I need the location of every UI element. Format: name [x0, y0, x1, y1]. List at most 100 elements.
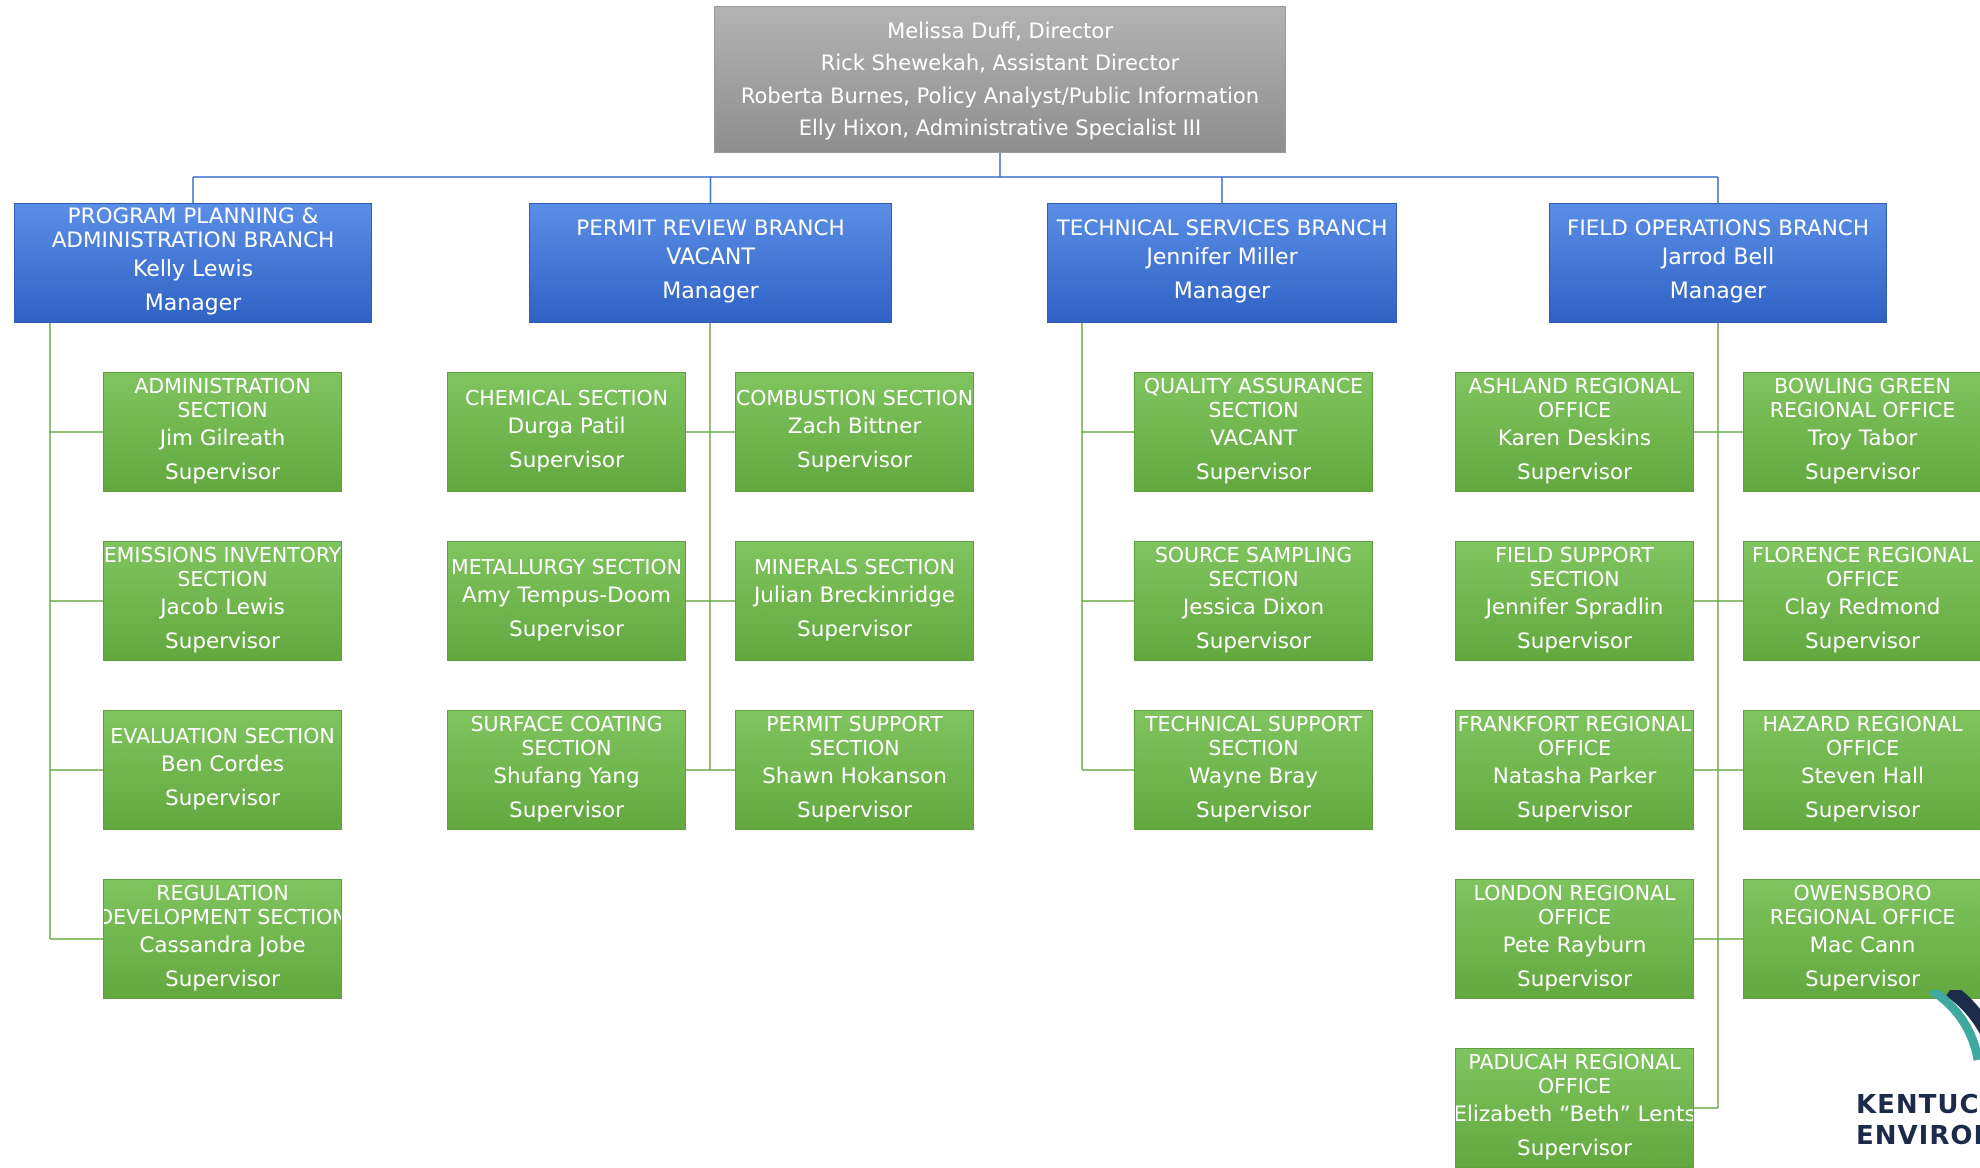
section-bowling-green-regional-office-title: REGIONAL OFFICE [1769, 398, 1956, 422]
section-quality-assurance-section-person: VACANT [1210, 426, 1297, 451]
section-chemical-section-role: Supervisor [509, 448, 624, 473]
branch-permit-review-branch-person: VACANT [666, 245, 755, 270]
section-regulation-development-section-person: Cassandra Jobe [139, 933, 306, 958]
branch-permit-review-branch: PERMIT REVIEW BRANCH VACANT Manager [529, 203, 892, 323]
section-surface-coating-section-role: Supervisor [509, 798, 624, 823]
section-paducah-regional-office-title: OFFICE [1537, 1074, 1612, 1098]
section-metallurgy-section-title: METALLURGY SECTION [451, 555, 682, 579]
section-field-support-section-role: Supervisor [1517, 629, 1632, 654]
section-frankfort-regional-office-title: FRANKFORT REGIONAL [1457, 712, 1692, 736]
section-frankfort-regional-office-title: OFFICE [1537, 736, 1612, 760]
section-emissions-inventory-section-title: EMISSIONS INVENTORY [103, 543, 342, 567]
branch-program-planning-administration-branch-title: ADMINISTRATION BRANCH [51, 228, 335, 253]
branch-program-planning-administration-branch-role: Manager [144, 291, 242, 316]
section-source-sampling-section-role: Supervisor [1196, 629, 1311, 654]
section-hazard-regional-office-title: OFFICE [1825, 736, 1900, 760]
section-regulation-development-section-title: DEVELOPMENT SECTION [103, 905, 342, 929]
section-hazard-regional-office-title: HAZARD REGIONAL [1762, 712, 1963, 736]
section-quality-assurance-section-title: QUALITY ASSURANCE [1143, 374, 1364, 398]
section-combustion-section-role: Supervisor [797, 448, 912, 473]
section-ashland-regional-office-title: ASHLAND REGIONAL [1468, 374, 1681, 398]
section-evaluation-section-role: Supervisor [165, 786, 280, 811]
section-regulation-development-section-role: Supervisor [165, 967, 280, 992]
section-source-sampling-section-title: SOURCE SAMPLING [1154, 543, 1353, 567]
section-source-sampling-section-person: Jessica Dixon [1182, 595, 1325, 620]
section-ashland-regional-office-role: Supervisor [1517, 460, 1632, 485]
section-bowling-green-regional-office-role: Supervisor [1805, 460, 1920, 485]
section-field-support-section-person: Jennifer Spradlin [1485, 595, 1664, 620]
branch-field-operations-branch-role: Manager [1669, 279, 1767, 304]
section-paducah-regional-office-role: Supervisor [1517, 1136, 1632, 1161]
section-frankfort-regional-office-person: Natasha Parker [1492, 764, 1657, 789]
section-bowling-green-regional-office-title: BOWLING GREEN [1774, 374, 1951, 398]
section-combustion-section-title: COMBUSTION SECTION [735, 386, 974, 410]
section-frankfort-regional-office-role: Supervisor [1517, 798, 1632, 823]
section-minerals-section-title: MINERALS SECTION [754, 555, 955, 579]
branch-field-operations-branch-person: Jarrod Bell [1661, 245, 1775, 270]
director-line: Melissa Duff, Director [887, 18, 1113, 43]
section-permit-support-section-title: PERMIT SUPPORT [766, 712, 943, 736]
section-metallurgy-section-person: Amy Tempus-Doom [462, 583, 671, 608]
section-minerals-section-person: Julian Breckinridge [753, 583, 956, 608]
section-florence-regional-office-person: Clay Redmond [1784, 595, 1941, 620]
branch-technical-services-branch-title: TECHNICAL SERVICES BRANCH [1056, 216, 1388, 241]
branch-program-planning-administration-branch-person: Kelly Lewis [132, 257, 254, 282]
section-london-regional-office-title: OFFICE [1537, 905, 1612, 929]
section-owensboro-regional-office-person: Mac Cann [1809, 933, 1916, 958]
section-chemical-section-person: Durga Patil [507, 414, 626, 439]
logo-text-line-2: ENVIRON [1856, 1121, 1980, 1151]
section-ashland-regional-office-title: OFFICE [1537, 398, 1612, 422]
section-hazard-regional-office-role: Supervisor [1805, 798, 1920, 823]
section-field-support-section-title: FIELD SUPPORT [1495, 543, 1654, 567]
section-florence-regional-office-role: Supervisor [1805, 629, 1920, 654]
section-combustion-section-person: Zach Bittner [787, 414, 922, 439]
section-emissions-inventory-section-title: SECTION [177, 567, 268, 591]
branch-program-planning-administration-branch: PROGRAM PLANNING &ADMINISTRATION BRANCH K… [14, 203, 372, 323]
section-london-regional-office-role: Supervisor [1517, 967, 1632, 992]
section-emissions-inventory-section-person: Jacob Lewis [160, 595, 285, 620]
section-owensboro-regional-office-title: REGIONAL OFFICE [1769, 905, 1956, 929]
section-technical-support-section-person: Wayne Bray [1189, 764, 1318, 789]
section-administration-section-person: Jim Gilreath [159, 426, 286, 451]
section-surface-coating-section-person: Shufang Yang [493, 764, 640, 789]
section-emissions-inventory-section-role: Supervisor [165, 629, 280, 654]
branch-field-operations-branch-title: FIELD OPERATIONS BRANCH [1567, 216, 1869, 241]
section-london-regional-office-title: LONDON REGIONAL [1473, 881, 1676, 905]
section-florence-regional-office-title: OFFICE [1825, 567, 1900, 591]
section-field-support-section-title: SECTION [1529, 567, 1620, 591]
logo-text-line-1: KENTUC [1856, 1090, 1980, 1120]
director-box: Melissa Duff, Director Rick Shewekah, As… [714, 6, 1286, 153]
section-ashland-regional-office-person: Karen Deskins [1497, 426, 1652, 451]
branch-permit-review-branch-title: PERMIT REVIEW BRANCH [576, 216, 845, 241]
branch-permit-review-branch-role: Manager [662, 279, 759, 304]
section-bowling-green-regional-office-person: Troy Tabor [1807, 426, 1918, 451]
section-administration-section-title: ADMINISTRATION [134, 374, 311, 398]
section-evaluation-section-person: Ben Cordes [160, 752, 285, 777]
admin-specialist-line: Elly Hixon, Administrative Specialist II… [798, 116, 1202, 140]
section-florence-regional-office-title: FLORENCE REGIONAL [1752, 543, 1973, 567]
branch-program-planning-administration-branch-title: PROGRAM PLANNING & [67, 204, 319, 229]
section-london-regional-office-person: Pete Rayburn [1502, 933, 1647, 958]
logo-emblem [1928, 990, 1980, 1061]
section-owensboro-regional-office-role: Supervisor [1805, 967, 1920, 992]
